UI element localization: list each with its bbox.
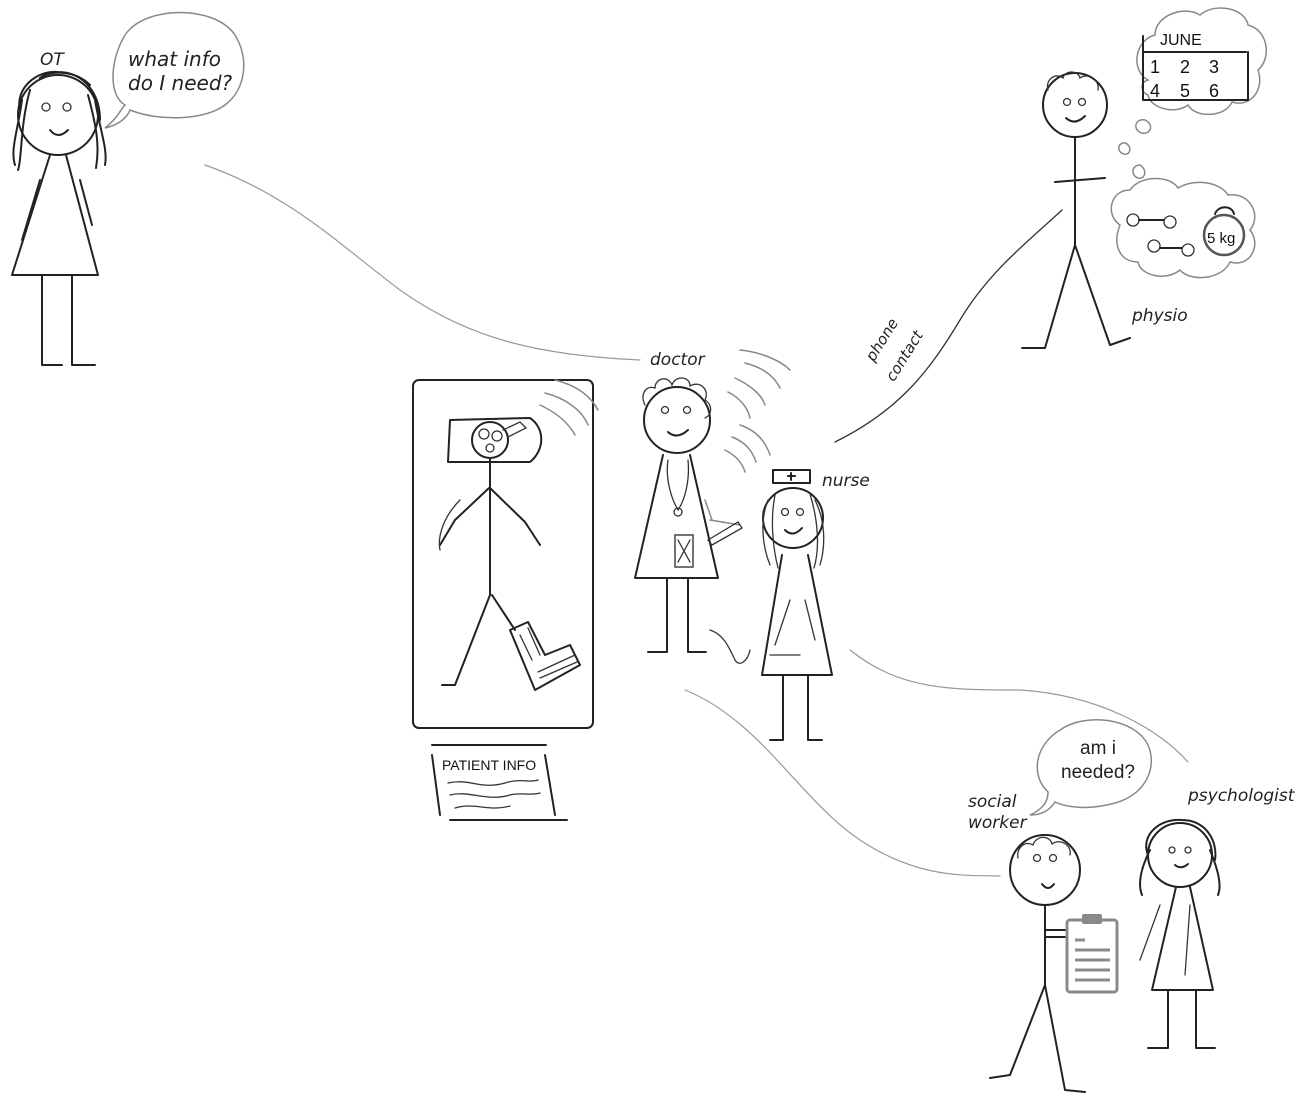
- social-worker-label-line2: worker: [968, 813, 1027, 833]
- nurse-label: nurse: [822, 471, 870, 491]
- calendar-day-4: 4: [1150, 81, 1161, 101]
- connector-nurse-psychologist: [849, 649, 1189, 763]
- patient-figure: [438, 379, 599, 691]
- social-bubble-line1: am i: [1080, 738, 1116, 759]
- weight-label: 5 kg: [1207, 230, 1236, 247]
- social-worker-label-line1: social: [968, 792, 1017, 812]
- calendar-day-3: 3: [1209, 57, 1220, 77]
- connector-doctor-social-worker: [684, 689, 1001, 877]
- calendar-month: JUNE: [1160, 32, 1202, 49]
- social-bubble-line2: needed?: [1061, 762, 1135, 783]
- physio-label: physio: [1132, 306, 1188, 326]
- exercise-thought-cloud: [1110, 177, 1256, 279]
- calendar: [1142, 35, 1249, 101]
- ot-speech-bubble: [104, 11, 245, 129]
- nurse-figure: [761, 469, 833, 741]
- psychologist-label: psychologist: [1188, 786, 1295, 806]
- connector-nurse-physio: [834, 209, 1063, 443]
- ot-label: OT: [40, 50, 64, 70]
- physio-figure: [1021, 71, 1152, 349]
- ot-bubble-line2: do I need?: [128, 71, 233, 95]
- exercise-sketch: [1126, 206, 1246, 257]
- calendar-thought-cloud: [1136, 7, 1267, 116]
- connector-ot-doctor: [204, 164, 641, 361]
- social-worker-figure: [989, 834, 1086, 1093]
- doctor-label: doctor: [650, 350, 705, 370]
- clipboard-icon: [1065, 914, 1119, 994]
- patient-info-label: PATIENT INFO: [442, 757, 537, 773]
- doctor-figure: [634, 349, 791, 664]
- patient-info-sheet: [431, 744, 568, 821]
- calendar-day-6: 6: [1209, 81, 1220, 101]
- social-speech-bubble: [1029, 718, 1153, 816]
- calendar-day-5: 5: [1180, 81, 1191, 101]
- ot-figure: [11, 70, 107, 366]
- patient-frame: [412, 379, 594, 729]
- psychologist-figure: [1139, 818, 1221, 1049]
- calendar-day-2: 2: [1180, 57, 1191, 77]
- ot-bubble-line1: what info: [128, 47, 221, 71]
- calendar-day-1: 1: [1150, 57, 1161, 77]
